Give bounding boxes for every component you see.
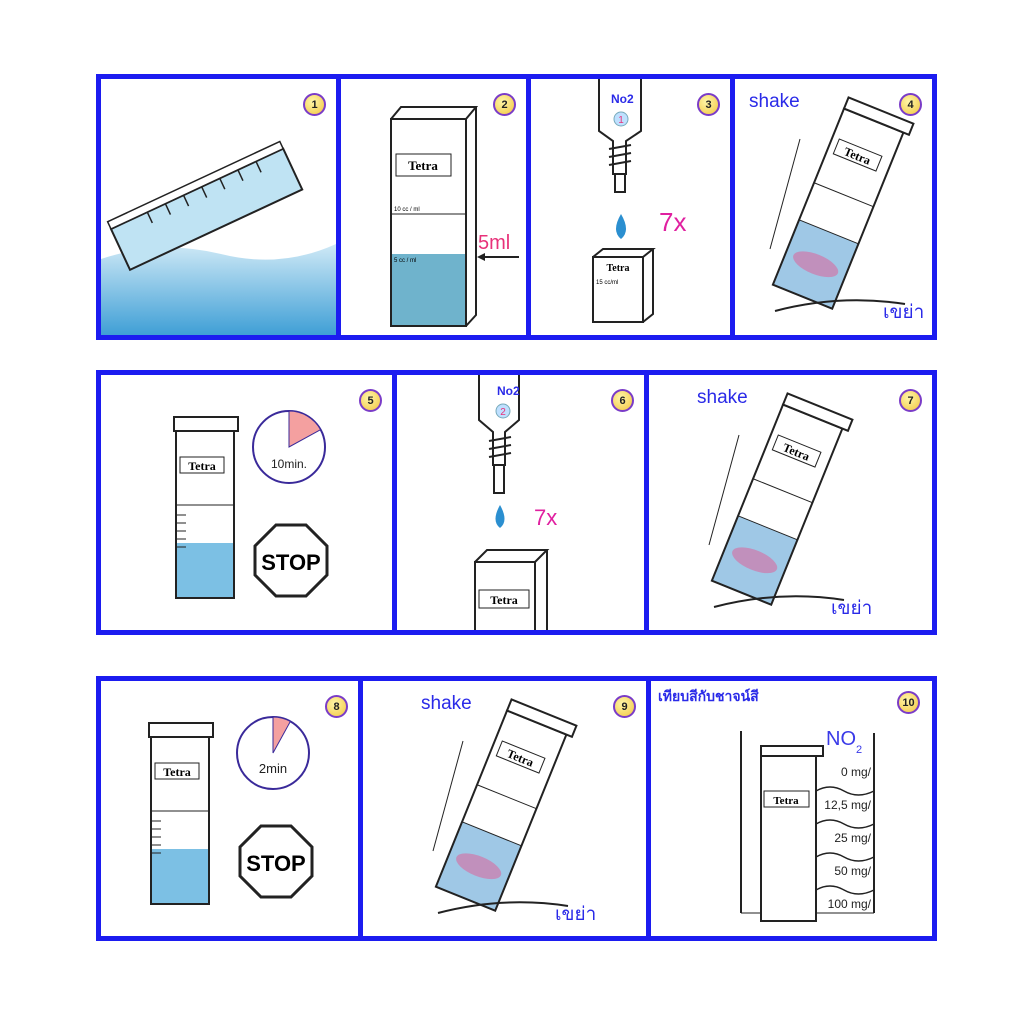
tube-icon	[106, 140, 304, 272]
step-3-panel: No2 1 7x Tetra 15 cc/ml 3	[531, 79, 730, 335]
color-level-label: 100 mg/	[828, 897, 872, 911]
step-number-badge: 2	[493, 93, 516, 116]
tube-brand: Tetra	[490, 593, 518, 607]
color-level-label: 12,5 mg/	[824, 798, 871, 812]
tube-brand: Tetra	[773, 795, 799, 807]
amount-label: 5ml	[478, 232, 510, 254]
step-number-badge: 5	[359, 389, 382, 412]
reagent-label: No2	[611, 92, 634, 106]
color-level-label: 25 mg/	[834, 831, 871, 845]
tube-brand: Tetra	[607, 263, 630, 274]
shake-label: shake	[421, 693, 472, 714]
reagent-bottle-number: 1	[618, 115, 624, 126]
shake-arrow-icon	[774, 299, 906, 312]
color-level-label: 0 mg/	[841, 765, 872, 779]
step-9-panel: shake Tetra เขย่า 9	[363, 681, 646, 936]
step-2-panel: Tetra 10 cc / ml 5 cc / ml 5ml 2	[341, 79, 526, 335]
step-number-badge: 1	[303, 93, 326, 116]
chart-label: NO2	[826, 728, 862, 756]
shake-label: shake	[697, 387, 748, 408]
reagent-bottle-number: 2	[500, 407, 506, 418]
step-5-panel: Tetra 10min. STOP 5	[101, 375, 392, 630]
tube-dip-illustration	[101, 140, 336, 335]
water-fill	[151, 849, 209, 904]
water-fill	[176, 543, 234, 598]
step-number-badge: 8	[325, 695, 348, 718]
mark-10ml: 10 cc / ml	[394, 207, 420, 213]
shake-label-thai: เขย่า	[555, 903, 597, 925]
tube-brand: Tetra	[505, 746, 536, 769]
shake-label: shake	[749, 91, 800, 112]
step-number-badge: 4	[899, 93, 922, 116]
water-surface	[101, 244, 336, 335]
drop-icon	[495, 505, 505, 528]
step-8-panel: Tetra 2min STOP 8	[101, 681, 358, 936]
drop-count: 7x	[534, 505, 557, 530]
tube-brand: Tetra	[188, 459, 216, 473]
step-4-panel: shake Tetra เขย่า 4	[735, 79, 932, 335]
shake-label-thai: เขย่า	[831, 597, 873, 619]
drop-count: 7x	[659, 207, 686, 237]
tube-brand: Tetra	[842, 144, 873, 167]
step-7-panel: shake Tetra เขย่า 7	[649, 375, 932, 630]
shake-label-thai: เขย่า	[883, 301, 925, 323]
reagent-drop-illustration: No2 2 7x Tetra	[474, 375, 557, 630]
step-number-badge: 9	[613, 695, 636, 718]
step-number-badge: 7	[899, 389, 922, 412]
step-number-badge: 3	[697, 93, 720, 116]
tube-outline	[390, 118, 467, 327]
tube-brand: Tetra	[408, 158, 438, 173]
mark-5ml: 5 cc / ml	[394, 258, 416, 264]
tube-brand: Tetra	[163, 765, 191, 779]
step-1-panel: 1	[101, 79, 336, 335]
step-number-badge: 10	[897, 691, 920, 714]
step-number-badge: 6	[611, 389, 634, 412]
tube-outline	[592, 256, 644, 323]
step-10-panel: เทียบสีกับชาจน์สี NO2 0 mg/12,5 mg/25 mg…	[651, 681, 932, 936]
compare-title: เทียบสีกับชาจน์สี	[658, 689, 759, 705]
tube-mark: 15 cc/ml	[596, 280, 618, 286]
drop-icon	[616, 214, 626, 239]
water-fill	[391, 254, 466, 326]
tube-fill-illustration: Tetra 10 cc / ml 5 cc / ml 5ml	[390, 106, 519, 327]
color-level-label: 50 mg/	[834, 864, 871, 878]
shake-arrow-icon	[437, 901, 569, 914]
tube-brand: Tetra	[781, 440, 812, 463]
shake-arrow-icon	[713, 595, 845, 608]
step-6-panel: No2 2 7x Tetra 6	[397, 375, 644, 630]
color-chart-illustration: NO2 0 mg/12,5 mg/25 mg/50 mg/100 mg/ Tet…	[740, 728, 875, 922]
reagent-label: No2	[497, 384, 520, 398]
reagent-drop-illustration: No2 1 7x Tetra 15 cc/ml	[592, 79, 686, 323]
tube-outline	[760, 755, 817, 922]
